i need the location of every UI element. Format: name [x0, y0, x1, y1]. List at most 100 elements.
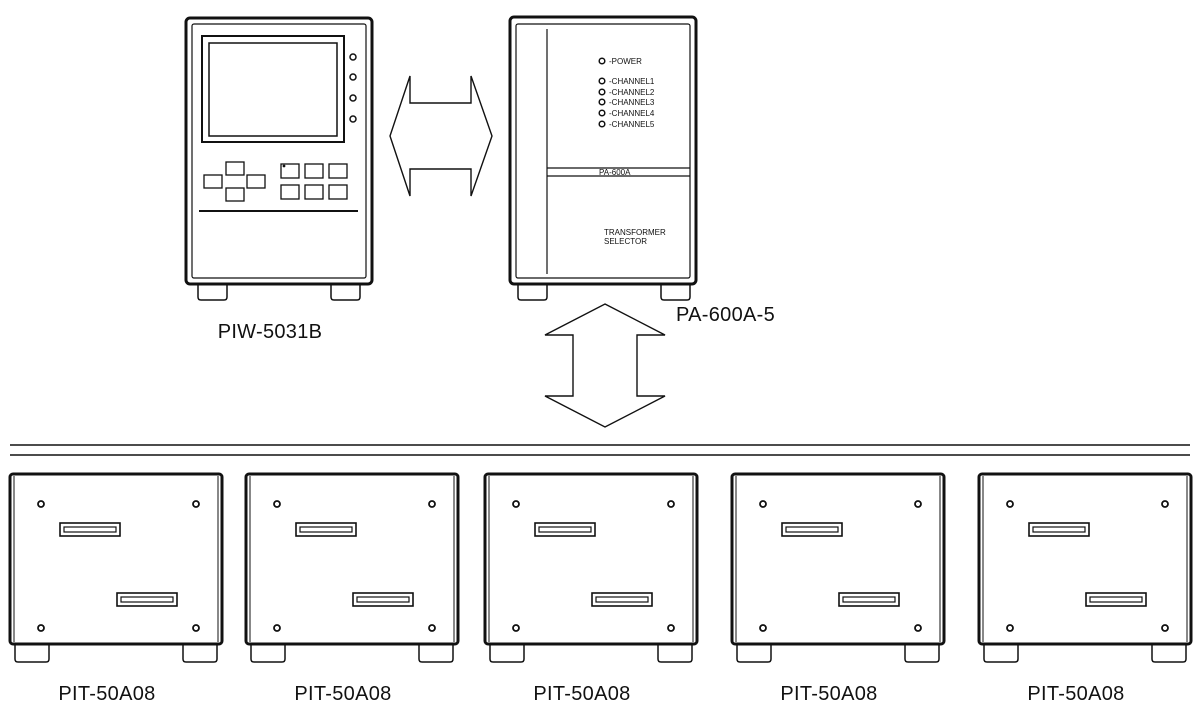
transformer-unit-4: PIT-50A08	[730, 472, 946, 705]
function-key-1	[280, 163, 300, 179]
channel1-indicator-label: -CHANNEL1	[609, 77, 655, 86]
transformer-handle-upper-3-grip	[538, 526, 592, 533]
transformer-handle-upper-2-grip	[299, 526, 353, 533]
keypad-up-key	[225, 161, 245, 176]
controller-cabinet	[184, 16, 374, 286]
amplifier-label: PA-600A-5	[676, 304, 775, 326]
amplifier-panel-model: PA-600A	[599, 168, 631, 177]
amplifier-foot-left	[517, 284, 548, 301]
channel3-led	[598, 98, 606, 106]
transformer-screw-5-1	[1006, 500, 1014, 508]
controller-label: PIW-5031B	[218, 321, 323, 343]
transformer-foot-right-3	[657, 644, 693, 663]
transformer-screw-2-3	[273, 624, 281, 632]
transformer-handle-lower-4-grip	[842, 596, 896, 603]
transformer-selector-label-line1: TRANSFORMER	[604, 228, 666, 237]
keypad-left-key	[203, 174, 223, 189]
transformer-foot-right-2	[418, 644, 454, 663]
piw-5031b-unit	[184, 16, 374, 301]
controller-led-1	[349, 53, 357, 61]
amplifier-foot-right	[660, 284, 691, 301]
controller-led-3	[349, 94, 357, 102]
transformer-handle-upper-4	[781, 522, 843, 537]
transformer-screw-5-3	[1006, 624, 1014, 632]
transformer-foot-left-5	[983, 644, 1019, 663]
controller-led-4	[349, 115, 357, 123]
transformer-label-3: PIT-50A08	[533, 683, 630, 705]
amplifier-cabinet	[508, 15, 698, 286]
transformer-handle-lower-5	[1085, 592, 1147, 607]
transformer-handle-upper-2	[295, 522, 357, 537]
transformer-screw-5-2	[1161, 500, 1169, 508]
transformer-handle-lower-1	[116, 592, 178, 607]
transformer-handle-upper-5	[1028, 522, 1090, 537]
transformer-screw-1-4	[192, 624, 200, 632]
transformer-cabinet-5	[977, 472, 1193, 646]
function-key-3	[328, 163, 348, 179]
transformer-label-4: PIT-50A08	[780, 683, 877, 705]
transformer-cabinet-2	[244, 472, 460, 646]
vertical-double-arrow	[544, 303, 666, 428]
controller-led-2	[349, 73, 357, 81]
transformer-foot-right-1	[182, 644, 218, 663]
transformer-screw-3-1	[512, 500, 520, 508]
transformer-handle-lower-1-grip	[120, 596, 174, 603]
transformer-screw-1-1	[37, 500, 45, 508]
transformer-selector-label-line2: SELECTOR	[604, 237, 647, 246]
transformer-unit-5: PIT-50A08	[977, 472, 1193, 705]
transformer-foot-left-2	[250, 644, 286, 663]
transformer-handle-upper-3	[534, 522, 596, 537]
controller-inner-frame	[191, 23, 367, 279]
keypad-right-key	[246, 174, 266, 189]
transformer-handle-lower-2-grip	[356, 596, 410, 603]
transformer-screw-3-3	[512, 624, 520, 632]
transformer-handle-lower-3-grip	[595, 596, 649, 603]
transformer-handle-lower-4	[838, 592, 900, 607]
transformer-label-1: PIT-50A08	[58, 683, 155, 705]
transformer-handle-lower-3	[591, 592, 653, 607]
transformer-handle-upper-1-grip	[63, 526, 117, 533]
transformer-screw-5-4	[1161, 624, 1169, 632]
transformer-cabinet-3	[483, 472, 699, 646]
transformer-handle-upper-1	[59, 522, 121, 537]
transformer-screw-2-4	[428, 624, 436, 632]
controller-screen-bezel	[201, 35, 345, 143]
transformer-unit-1: PIT-50A08	[8, 472, 224, 705]
transformer-handle-lower-5-grip	[1089, 596, 1143, 603]
transformer-screw-1-3	[37, 624, 45, 632]
function-key-5	[304, 184, 324, 200]
transformer-screw-4-3	[759, 624, 767, 632]
transformer-cabinet-4	[730, 472, 946, 646]
channel5-indicator-label: -CHANNEL5	[609, 120, 655, 129]
channel2-led	[598, 88, 606, 96]
transformer-unit-3: PIT-50A08	[483, 472, 699, 705]
transformer-screw-2-2	[428, 500, 436, 508]
channel3-indicator-label: -CHANNEL3	[609, 98, 655, 107]
transformer-screw-2-1	[273, 500, 281, 508]
channel2-indicator-label: -CHANNEL2	[609, 88, 655, 97]
function-key-6	[328, 184, 348, 200]
controller-foot-left	[197, 284, 228, 301]
pa-600a-5-unit	[508, 15, 698, 301]
power-led	[598, 57, 606, 65]
transformer-unit-2: PIT-50A08	[244, 472, 460, 705]
transformer-screw-4-2	[914, 500, 922, 508]
channel4-indicator-label: -CHANNEL4	[609, 109, 655, 118]
transformer-screw-1-2	[192, 500, 200, 508]
controller-screen	[208, 42, 338, 137]
function-key-2	[304, 163, 324, 179]
transformer-screw-4-1	[759, 500, 767, 508]
keypad-down-key	[225, 187, 245, 202]
transformer-foot-left-4	[736, 644, 772, 663]
transformer-foot-right-5	[1151, 644, 1187, 663]
transformer-foot-left-1	[14, 644, 50, 663]
transformer-handle-lower-2	[352, 592, 414, 607]
function-key-dot	[282, 164, 286, 168]
power-indicator-label: -POWER	[609, 57, 642, 66]
transformer-screw-3-4	[667, 624, 675, 632]
transformer-foot-right-4	[904, 644, 940, 663]
channel1-led	[598, 77, 606, 85]
function-key-4	[280, 184, 300, 200]
